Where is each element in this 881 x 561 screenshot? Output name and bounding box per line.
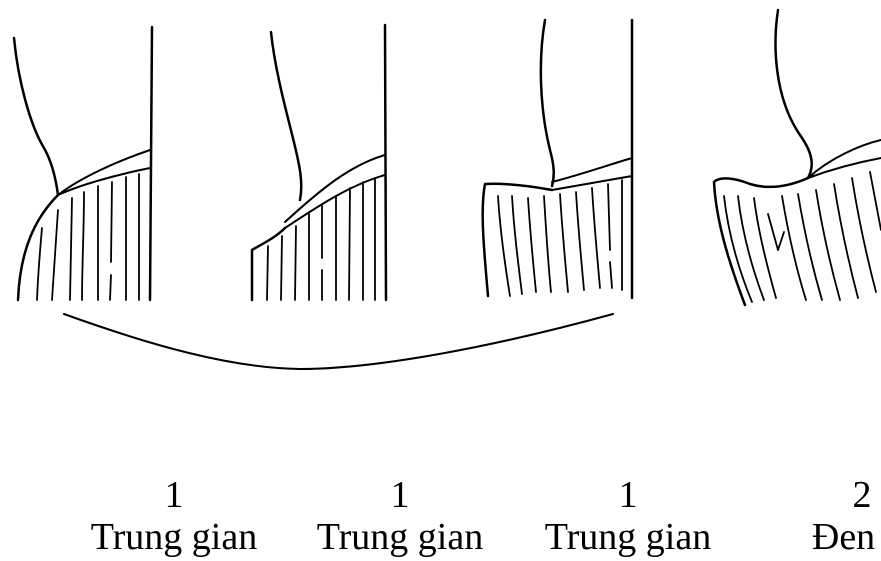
panel-number-1: 1 [64, 474, 284, 516]
panel-label-3: 1 Trung gian [518, 474, 738, 558]
panel-name-3: Trung gian [518, 516, 738, 558]
tooth-outline-4 [714, 10, 881, 305]
panel-number-3: 1 [518, 474, 738, 516]
tooth-outline-2 [252, 25, 386, 300]
tooth-outline-3 [483, 20, 632, 298]
panel-name-2: Trung gian [290, 516, 510, 558]
enamel-rods-3 [498, 180, 622, 296]
panel-label-1: 1 Trung gian [64, 474, 284, 558]
panel-number-2: 1 [290, 474, 510, 516]
enamel-rods-4 [724, 172, 881, 302]
panel-label-4: 2 Đen ta [752, 474, 881, 558]
enamel-rods-1 [37, 174, 139, 300]
panel-number-4: 2 [752, 474, 881, 516]
panel-name-1: Trung gian [64, 516, 284, 558]
panel-label-2: 1 Trung gian [290, 474, 510, 558]
grouping-bracket [64, 314, 613, 369]
enamel-rods-2 [267, 178, 375, 300]
panel-name-4: Đen ta [752, 516, 881, 558]
